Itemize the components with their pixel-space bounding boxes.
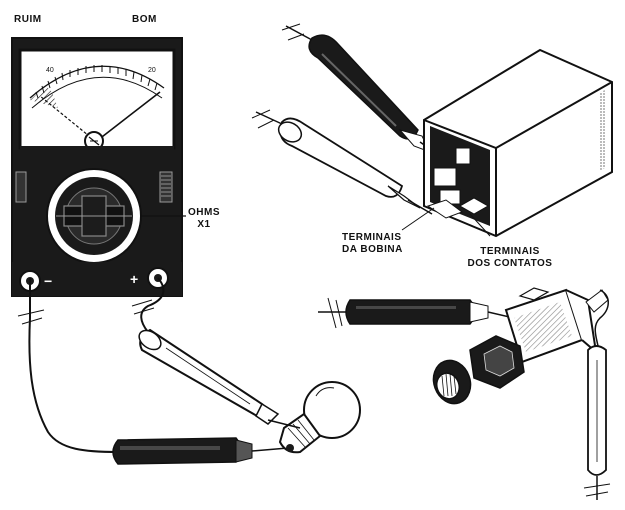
fuse-test-setup: [318, 287, 611, 500]
right-slide-switch[interactable]: [159, 171, 173, 203]
left-slide-switch[interactable]: [15, 171, 27, 203]
positive-test-lead: [131, 277, 301, 429]
contact-terminals-label-line2: DOS CONTATOS: [467, 258, 553, 269]
range-selector-knob[interactable]: [46, 168, 142, 264]
range-label: OHMS X1: [186, 207, 222, 231]
negative-test-lead: [17, 278, 289, 465]
scale-mark-40: 40: [46, 67, 54, 74]
relay-body: [423, 48, 613, 238]
coil-terminals-label: TERMINAIS DA BOBINA: [342, 232, 403, 256]
meter-label-bom: BOM: [132, 14, 157, 25]
range-label-multiplier: X1: [197, 219, 211, 230]
meter-label-ruim: RUIM: [14, 14, 42, 25]
positive-terminal-symbol: +: [130, 271, 138, 287]
relay-white-clip: [251, 109, 433, 215]
fuse-white-clip: [583, 289, 611, 500]
meter-needle-deflected: [97, 91, 161, 141]
fuse-holder: [432, 287, 609, 405]
multimeter: 40 20: [11, 37, 186, 297]
white-alligator-clip: [138, 328, 301, 429]
contact-terminals-label: TERMINAIS DOS CONTATOS: [460, 246, 560, 270]
test-lamp: [278, 381, 361, 454]
meter-needle: [39, 95, 95, 141]
scale-mark-20: 20: [148, 67, 156, 74]
coil-terminals-label-line2: DA BOBINA: [342, 244, 403, 255]
relay-test-setup: [251, 23, 613, 238]
contact-terminals-label-line1: TERMINAIS: [480, 246, 540, 257]
black-alligator-clip: [112, 437, 289, 465]
relay-black-clip: [281, 23, 447, 161]
coil-terminals-label-line1: TERMINAIS: [342, 232, 402, 243]
range-label-unit: OHMS: [188, 207, 220, 218]
negative-terminal-symbol: −: [44, 273, 52, 289]
fuse-black-clip: [318, 297, 515, 329]
